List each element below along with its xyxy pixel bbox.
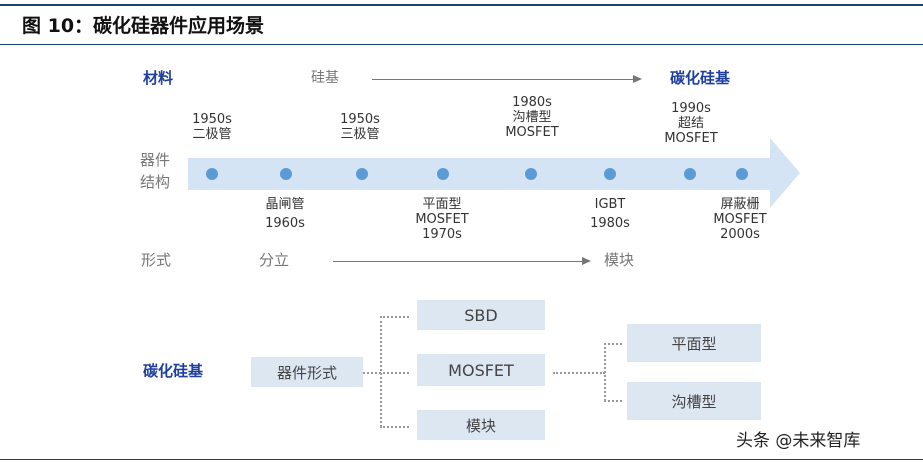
- figure-title: 图 10：碳化硅器件应用场景: [22, 15, 265, 37]
- event-type: MOSFET: [713, 211, 767, 227]
- event-planar-mosfet: 平面型 MOSFET 1970s: [405, 197, 479, 243]
- event-year: 1950s: [192, 112, 232, 127]
- top-rule: [0, 4, 923, 6]
- event-year: 1980s: [590, 215, 630, 231]
- event-year: 1950s: [340, 112, 380, 127]
- event-name: 沟槽型: [512, 109, 552, 125]
- event-name: 超结: [677, 115, 704, 131]
- timeline-arrow: [188, 138, 800, 208]
- structure-label-line2: 结构: [140, 173, 171, 191]
- timeline-dot: [356, 168, 368, 180]
- event-diode: 1950s 二极管: [185, 112, 239, 143]
- substrate-arrow-head: [633, 75, 642, 83]
- mosfet-trench-box: 沟槽型: [627, 382, 761, 420]
- connector-line: [604, 343, 622, 345]
- event-triode: 1950s 三极管: [333, 112, 387, 143]
- form-arrow-line: [333, 261, 583, 262]
- timeline-dot: [525, 168, 537, 180]
- timeline-dot: [280, 168, 292, 180]
- event-type: MOSFET: [415, 211, 469, 227]
- connector-line: [363, 372, 409, 374]
- event-name: 二极管: [192, 126, 232, 142]
- branch-sbd-box: SBD: [417, 300, 545, 330]
- connector-line: [553, 372, 605, 374]
- event-name: 三极管: [340, 126, 380, 142]
- event-type: MOSFET: [664, 130, 718, 146]
- connector-line: [380, 316, 409, 318]
- timeline-dot: [604, 168, 616, 180]
- event-year: 1960s: [265, 215, 305, 231]
- tree-root-label: 碳化硅基: [143, 362, 204, 380]
- event-trench-mosfet: 1980s 沟槽型 MOSFET: [495, 95, 569, 141]
- event-name: 屏蔽栅: [720, 197, 760, 212]
- event-year: 2000s: [720, 226, 760, 242]
- mosfet-planar-box: 平面型: [627, 324, 761, 362]
- figure-title-bar: 图 10：碳化硅器件应用场景: [0, 0, 923, 45]
- event-name: 晶闸管: [265, 197, 305, 212]
- branch-mosfet-box: MOSFET: [417, 354, 545, 386]
- event-year: 1990s: [671, 101, 711, 116]
- event-superjunction-mosfet: 1990s 超结 MOSFET: [654, 101, 728, 147]
- event-year: 1980s: [512, 95, 552, 110]
- connector-line: [380, 426, 409, 428]
- timeline-dot: [437, 168, 449, 180]
- form-label: 形式: [141, 251, 172, 269]
- event-shielded-gate-mosfet: 屏蔽栅 MOSFET 2000s: [703, 197, 777, 243]
- event-igbt: IGBT 1980s: [580, 197, 640, 232]
- device-form-box: 器件形式: [251, 357, 363, 387]
- event-name: 平面型: [422, 197, 462, 212]
- event-name: IGBT: [594, 197, 626, 212]
- structure-label-line1: 器件: [140, 151, 171, 169]
- substrate-arrow-line: [372, 79, 634, 80]
- form-module-label: 模块: [604, 251, 635, 269]
- timeline-dot: [206, 168, 218, 180]
- event-year: 1970s: [422, 226, 462, 242]
- timeline-dot: [736, 168, 748, 180]
- branch-module-box: 模块: [417, 410, 545, 440]
- substrate-si-label: 硅基: [311, 70, 339, 86]
- connector-line: [604, 343, 606, 401]
- event-type: MOSFET: [505, 124, 559, 140]
- connector-line: [380, 316, 382, 427]
- event-thyristor: 晶闸管 1960s: [255, 197, 315, 232]
- bottom-rule: [0, 459, 923, 460]
- substrate-sic-label: 碳化硅基: [670, 69, 731, 87]
- connector-line: [604, 400, 622, 402]
- material-label: 材料: [143, 69, 174, 87]
- watermark-text: 头条 @未来智库: [736, 431, 861, 451]
- form-discrete-label: 分立: [259, 251, 290, 269]
- form-arrow-head: [582, 257, 591, 265]
- title-divider: [0, 44, 923, 45]
- timeline-dot: [684, 168, 696, 180]
